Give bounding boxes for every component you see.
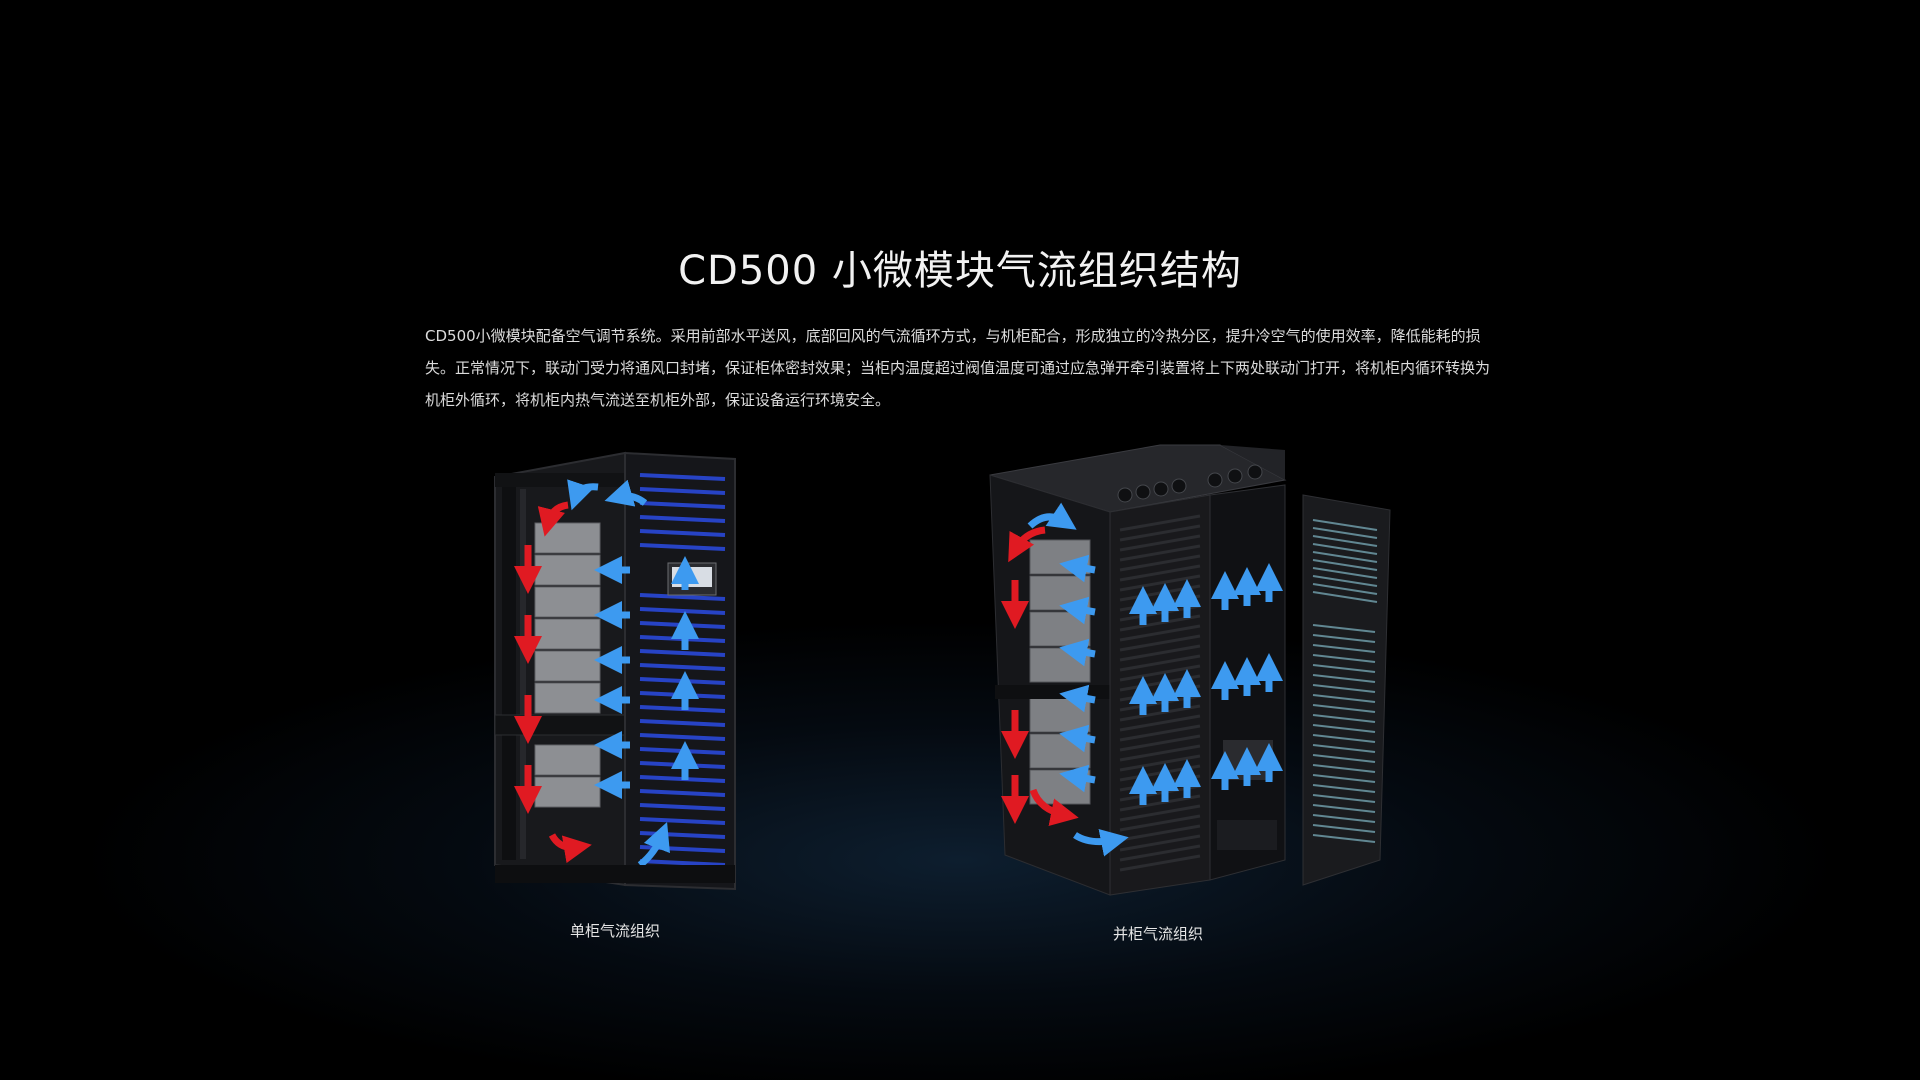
single-cabinet-caption: 单柜气流组织 xyxy=(569,922,660,940)
page-title: CD500 小微模块气流组织结构 xyxy=(678,248,1242,294)
single-cabinet-airflow-image xyxy=(490,445,750,905)
double-cabinet-caption: 并柜气流组织 xyxy=(1112,925,1203,943)
page-description: CD500小微模块配备空气调节系统。采用前部水平送风，底部回风的气流循环方式，与… xyxy=(425,327,1491,409)
double-cabinet-airflow-image xyxy=(985,440,1395,905)
